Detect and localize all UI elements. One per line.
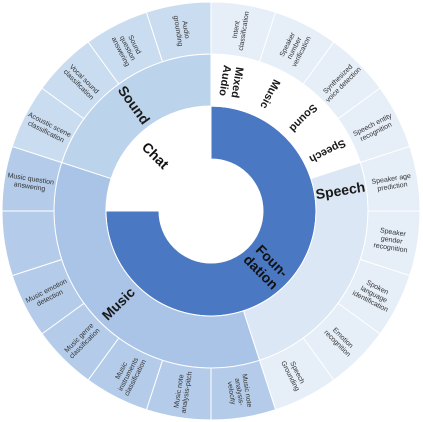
category-label-mixed-audio-chat: MixedAudio	[216, 64, 245, 99]
task-label-music-note-analysis-velocity: Music noteanalysis-velocity	[225, 373, 253, 410]
task-segment-audio-grounding	[145, 1, 212, 63]
category-label-speech-speech: Speech	[315, 179, 367, 203]
task-label-audio-grounding: Audiogrounding	[172, 14, 192, 47]
center-hole	[159, 159, 263, 263]
category-ring	[53, 53, 369, 369]
